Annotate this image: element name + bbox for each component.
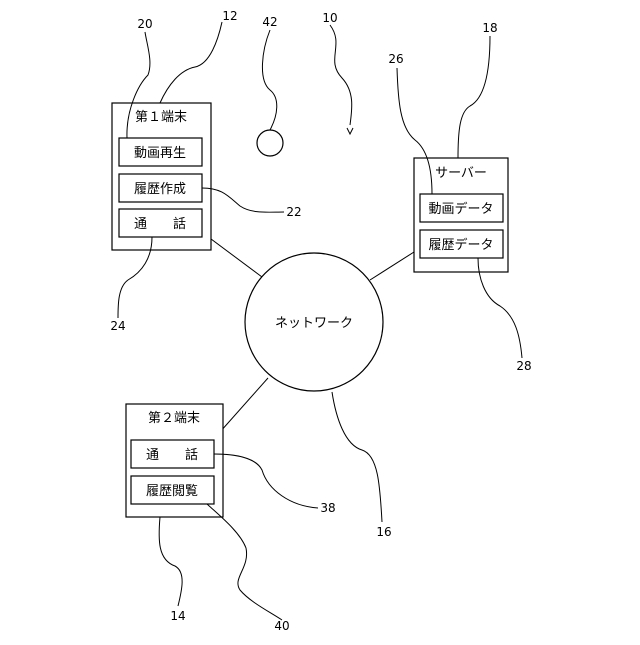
terminal1-box: 第１端末 動画再生 履歴作成 通 話 (112, 103, 211, 250)
leader-16 (332, 392, 382, 522)
server-box: サーバー 動画データ 履歴データ (414, 158, 508, 272)
leader-18 (458, 36, 490, 158)
leader-28 (478, 258, 522, 358)
element-42-circle (257, 130, 283, 156)
link-terminal1-network (203, 233, 262, 277)
ref-12: 12 (222, 9, 237, 23)
link-server-network (370, 252, 414, 280)
leader-40 (207, 504, 282, 620)
network-label: ネットワーク (275, 316, 353, 331)
leader-14 (159, 517, 182, 606)
leader-12 (160, 22, 222, 103)
terminal2-item-history-view: 履歴閲覧 (146, 483, 198, 499)
ref-42: 42 (262, 15, 277, 29)
terminal2-item-call: 通 話 (146, 447, 198, 463)
leader-10-arrowhead (347, 128, 353, 134)
ref-26: 26 (388, 52, 403, 66)
ref-10: 10 (322, 11, 337, 25)
ref-22: 22 (286, 205, 301, 219)
ref-14: 14 (170, 609, 185, 623)
ref-18: 18 (482, 21, 497, 35)
leader-22 (202, 188, 284, 212)
server-title: サーバー (435, 166, 487, 181)
server-item-video-data: 動画データ (428, 201, 493, 217)
terminal1-item-call: 通 話 (134, 216, 186, 232)
terminal2-box: 第２端末 通 話 履歴閲覧 (126, 404, 223, 517)
ref-40: 40 (274, 619, 289, 633)
leader-38 (214, 454, 318, 508)
ref-38: 38 (320, 501, 335, 515)
leader-42 (262, 30, 276, 130)
ref-28: 28 (516, 359, 531, 373)
terminal1-item-video-play: 動画再生 (134, 146, 186, 161)
ref-20: 20 (137, 17, 152, 31)
terminal2-title: 第２端末 (148, 411, 200, 426)
server-item-history-data: 履歴データ (428, 237, 493, 253)
terminal1-item-history-create: 履歴作成 (134, 182, 186, 197)
ref-24: 24 (110, 319, 125, 333)
terminal1-title: 第１端末 (135, 110, 187, 125)
leader-10 (330, 25, 352, 125)
ref-16: 16 (376, 525, 391, 539)
network-node: ネットワーク (245, 253, 383, 391)
link-terminal2-network (220, 378, 268, 432)
